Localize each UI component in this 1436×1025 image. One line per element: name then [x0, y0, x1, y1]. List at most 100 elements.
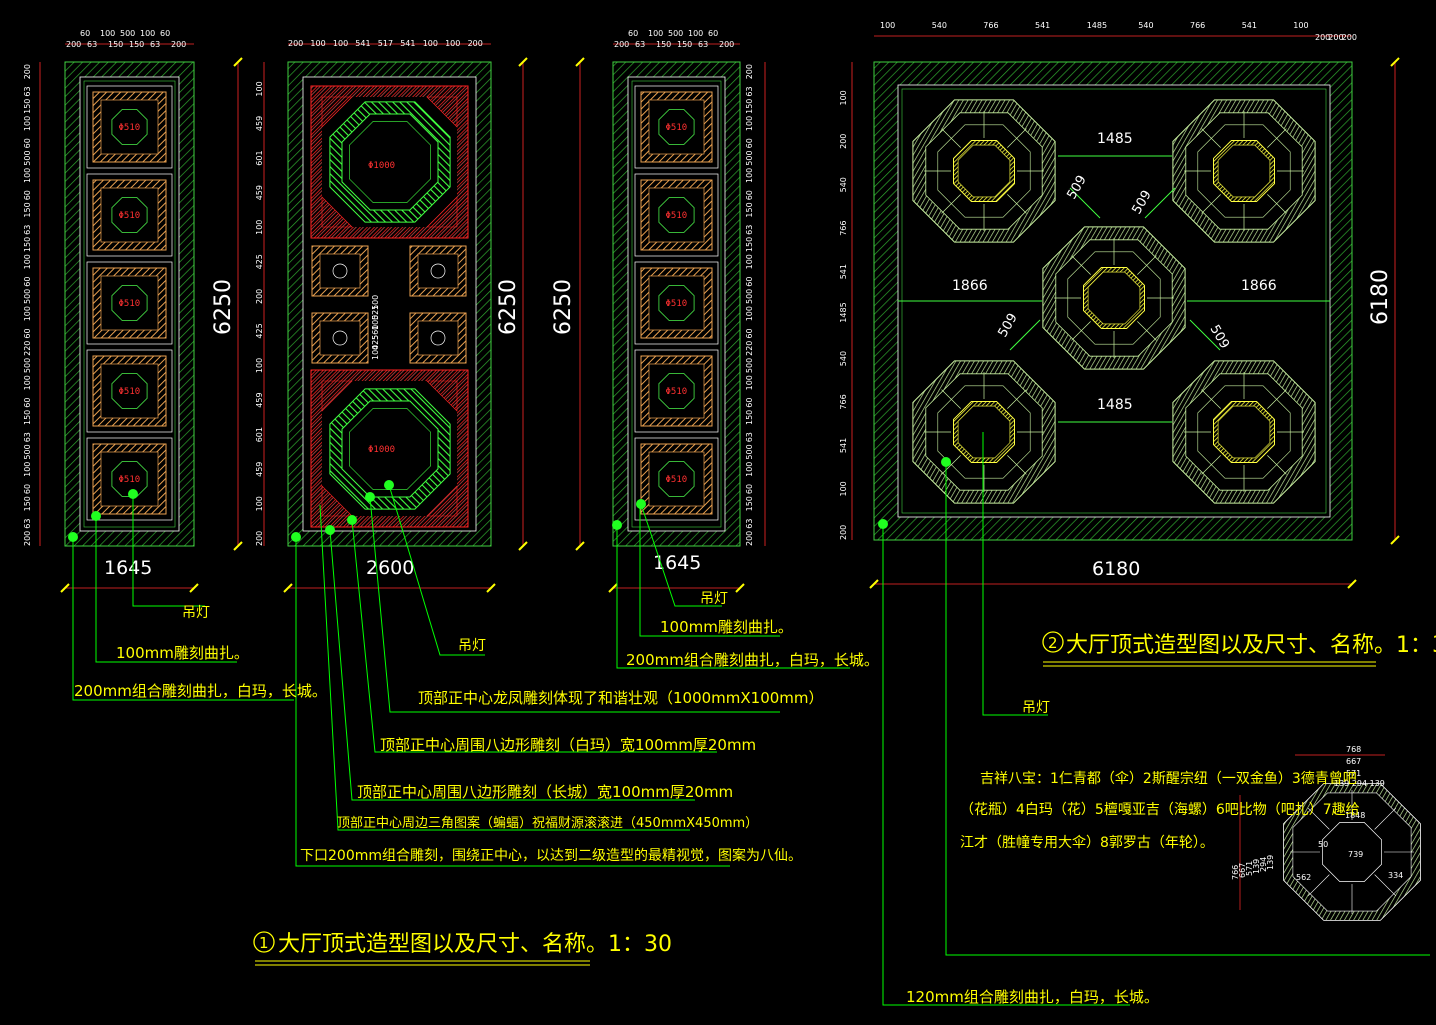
dim-text-vertical: 100	[745, 168, 754, 183]
label-carve200-right: 200mm组合雕刻曲扎，白玛，长城。	[626, 651, 879, 669]
label-pendant-plan: 吊灯	[1022, 700, 1050, 716]
dim-tick	[608, 583, 618, 593]
plan-octagon-mid	[937, 124, 1031, 218]
dim-text-vertical: 425	[371, 335, 380, 350]
dim-text-vertical: 601	[255, 427, 264, 442]
plan-spacing-top: 1485	[1097, 131, 1133, 147]
plan-octagon-mid	[1067, 251, 1161, 345]
dim-text-vertical: 500	[23, 289, 32, 304]
dim-text-vertical: 60	[23, 138, 32, 148]
dim-tick	[1347, 579, 1357, 589]
detail-side-dim: 571	[1245, 861, 1254, 876]
title-1: 1 大厅顶式造型图以及尺寸、名称。1：30	[253, 931, 672, 966]
dim-text: 100	[688, 29, 703, 38]
dim-text-vertical: 100	[255, 358, 264, 373]
plan-octagon-rib	[1267, 455, 1287, 475]
medallion-octagon	[658, 460, 695, 498]
detail-side-dim: 667	[1238, 863, 1247, 878]
dim-text-vertical: 100	[23, 254, 32, 269]
center-small-circle	[430, 330, 446, 346]
dim-tick	[735, 583, 745, 593]
medallion-label: Φ510	[666, 123, 688, 133]
medallion-octagon	[658, 284, 695, 322]
plan-octagon-rib	[941, 389, 961, 409]
plan-octagon-rib	[1201, 455, 1221, 475]
dim-tick	[1390, 57, 1400, 67]
plan-octagon-rib	[1137, 321, 1157, 341]
dim-text-vertical: 63	[745, 225, 754, 235]
dim-text-vertical: 459	[255, 116, 264, 131]
detail-dim-text: 768	[1346, 745, 1361, 754]
dim-text: 517	[378, 39, 393, 48]
dim-text-vertical: 63	[23, 86, 32, 96]
dim-text: 766	[1190, 21, 1205, 30]
plan-octagon-rib	[941, 194, 961, 214]
medallion-octagon	[658, 196, 695, 234]
label-center-oct-greatwall: 顶部正中心周围八边形雕刻（长城）宽100mm厚20mm	[357, 783, 733, 801]
dim-text-vertical: 100	[745, 462, 754, 477]
detail-dim-text: 334	[1388, 871, 1403, 880]
center-small-circle	[332, 330, 348, 346]
medallion-label: Φ510	[666, 299, 688, 309]
dim-text-vertical: 100	[745, 116, 754, 131]
medallion-label: Φ510	[119, 387, 141, 397]
plan-octagon-rib	[1201, 194, 1221, 214]
dim-tick	[283, 583, 293, 593]
dim-text-vertical: 100	[255, 496, 264, 511]
dim-text: 63	[635, 40, 645, 49]
dim-text: 100	[880, 21, 895, 30]
medallion-label: Φ510	[119, 211, 141, 221]
dim-text: 150	[677, 40, 692, 49]
center-small-square-inner	[417, 320, 459, 356]
dim-text: 100	[100, 29, 115, 38]
dim-text: 60	[160, 29, 170, 38]
dim-text-vertical: 63	[745, 432, 754, 442]
dim-text-vertical: 220	[23, 341, 32, 356]
detail-dim-text: 562	[1296, 873, 1311, 882]
detail-side-dim: 766	[1231, 865, 1240, 880]
dim-text-vertical: 200	[839, 134, 848, 149]
dim-text: 541	[355, 39, 370, 48]
dim-text: 200	[614, 40, 629, 49]
dim-text-vertical: 100	[371, 345, 380, 360]
dim-tick	[518, 541, 528, 551]
center-width: 2600	[366, 557, 414, 579]
dim-text-vertical: 540	[839, 351, 848, 366]
dim-text: 100	[333, 39, 348, 48]
dim-text-vertical: 60	[23, 328, 32, 338]
center-octagon-inner	[341, 113, 439, 211]
dim-text: 500	[668, 29, 683, 38]
dim-text-vertical: 601	[255, 150, 264, 165]
dim-text-vertical: 541	[839, 264, 848, 279]
dim-text-vertical: 60	[23, 190, 32, 200]
center-small-square-inner	[319, 253, 361, 289]
dim-text-vertical: 150	[23, 496, 32, 511]
dim-text-vertical: 150	[23, 410, 32, 425]
center-small-square-inner	[417, 253, 459, 289]
dim-text-vertical: 200	[23, 531, 32, 546]
detail-dim-text: 667	[1346, 757, 1361, 766]
medallion-octagon	[658, 108, 695, 146]
plan-width: 6180	[1092, 558, 1140, 580]
dim-text-vertical: 63	[745, 86, 754, 96]
dim-text-vertical: 60	[745, 398, 754, 408]
plan-octagon-rib	[1137, 255, 1157, 275]
dim-text: 60	[80, 29, 90, 38]
plan-spacing-left: 1866	[952, 278, 988, 294]
dim-text: 150	[656, 40, 671, 49]
dim-text-vertical: 100	[371, 295, 380, 310]
dim-text-vertical: 560	[371, 325, 380, 340]
dim-text-vertical: 459	[255, 185, 264, 200]
dim-text-vertical: 500	[745, 289, 754, 304]
dim-text: 100	[423, 39, 438, 48]
dim-text-vertical: 200	[255, 289, 264, 304]
dim-text: 200	[468, 39, 483, 48]
dim-text-vertical: 100	[23, 306, 32, 321]
panel-center: Φ1000 Φ1000	[287, 61, 492, 547]
dim-text-vertical: 100	[23, 168, 32, 183]
center-small-circle	[332, 263, 348, 279]
dim-text-vertical: 63	[745, 519, 754, 529]
dim-text: 63	[698, 40, 708, 49]
